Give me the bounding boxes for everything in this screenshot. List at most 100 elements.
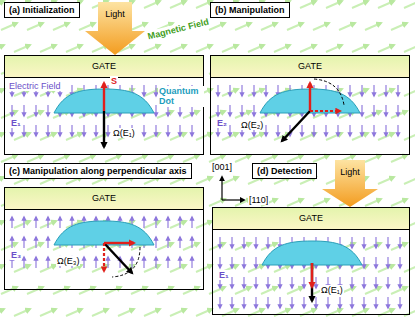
magnetic-field-arrow bbox=[144, 221, 160, 228]
magnetic-field-arrow bbox=[326, 133, 342, 140]
electric-field-arrow bbox=[35, 237, 36, 248]
axis-arrow bbox=[221, 177, 222, 200]
electric-field-arrow bbox=[387, 297, 388, 308]
electric-field-arrow bbox=[361, 125, 362, 136]
electric-field-arrow bbox=[241, 105, 242, 116]
electric-field-arrow bbox=[191, 217, 192, 228]
magnetic-field-arrow bbox=[183, 243, 199, 250]
light-arrow bbox=[85, 2, 145, 55]
panel-title: (d) Detection bbox=[252, 163, 317, 179]
electric-field-arrow bbox=[291, 277, 292, 288]
electric-field-arrow bbox=[337, 125, 338, 136]
magnetic-field-arrow bbox=[79, 287, 95, 294]
magnetic-field-arrow bbox=[313, 23, 329, 30]
magnetic-field-arrow bbox=[222, 45, 238, 52]
magnetic-field-arrow bbox=[105, 155, 121, 162]
magnetic-field-arrow bbox=[300, 265, 316, 272]
electric-field-arrow bbox=[373, 105, 374, 116]
annotation: E₁ bbox=[10, 118, 22, 128]
electric-field-arrow bbox=[387, 257, 388, 268]
electric-field-arrow bbox=[349, 85, 350, 96]
magnetic-field-arrow bbox=[352, 133, 368, 140]
electric-field-arrow bbox=[363, 297, 364, 308]
magnetic-field-arrow bbox=[209, 111, 225, 118]
electric-field-arrow bbox=[95, 125, 96, 136]
magnetic-field-arrow bbox=[261, 287, 277, 294]
magnetic-field-arrow bbox=[92, 265, 108, 272]
electric-field-arrow bbox=[279, 277, 280, 288]
magnetic-field-arrow bbox=[53, 155, 69, 162]
electric-field-arrow bbox=[255, 237, 256, 248]
electric-field-arrow bbox=[265, 125, 266, 136]
magnetic-field-arrow bbox=[209, 23, 225, 30]
electric-field-arrow bbox=[219, 257, 220, 268]
magnetic-field-arrow bbox=[326, 1, 342, 8]
electric-field-arrow bbox=[47, 217, 48, 228]
annotation: E₃ bbox=[10, 250, 22, 260]
spin-vector bbox=[309, 83, 311, 111]
magnetic-field-arrow bbox=[144, 1, 160, 8]
annotation: Magnetic Field bbox=[146, 16, 211, 42]
annotation: Ω(E₂) bbox=[240, 120, 264, 130]
magnetic-field-arrow bbox=[378, 177, 394, 184]
electric-field-arrow bbox=[131, 257, 132, 268]
magnetic-field-arrow bbox=[404, 45, 415, 52]
magnetic-field-arrow bbox=[378, 1, 394, 8]
magnetic-field-arrow bbox=[170, 1, 186, 8]
annotation: Ω(E₃) bbox=[56, 256, 80, 266]
electric-field-arrow bbox=[291, 297, 292, 308]
magnetic-field-arrow bbox=[248, 89, 264, 96]
electric-field-arrow bbox=[155, 237, 156, 248]
spin-vector bbox=[311, 263, 313, 287]
electric-field-arrow bbox=[83, 125, 84, 136]
magnetic-field-arrow bbox=[365, 199, 381, 206]
electric-field-arrow bbox=[301, 125, 302, 136]
magnetic-field-arrow bbox=[1, 155, 17, 162]
magnetic-field-arrow bbox=[196, 45, 212, 52]
electric-field-arrow bbox=[229, 85, 230, 96]
electric-field-arrow bbox=[373, 125, 374, 136]
electric-field-arrow bbox=[155, 105, 156, 116]
electric-field-arrow bbox=[11, 217, 12, 228]
electric-field-arrow bbox=[47, 257, 48, 268]
magnetic-field-arrow bbox=[313, 155, 329, 162]
electric-field-arrow bbox=[349, 125, 350, 136]
electric-field-arrow bbox=[313, 125, 314, 136]
magnetic-field-arrow bbox=[300, 45, 316, 52]
magnetic-field-arrow bbox=[14, 45, 30, 52]
axis-arrow bbox=[222, 199, 244, 200]
magnetic-field-arrow bbox=[27, 155, 43, 162]
magnetic-field-arrow bbox=[248, 133, 264, 140]
electric-field-arrow bbox=[253, 85, 254, 96]
electric-field-arrow bbox=[229, 105, 230, 116]
electric-field-arrow bbox=[71, 125, 72, 136]
electric-field-arrow bbox=[23, 257, 24, 268]
magnetic-field-arrow bbox=[391, 155, 407, 162]
magnetic-field-arrow bbox=[313, 199, 329, 206]
electric-field-arrow bbox=[375, 257, 376, 268]
panel-frame: (d) DetectionGATE bbox=[212, 207, 410, 315]
magnetic-field-arrow bbox=[14, 309, 30, 316]
electric-field-arrow bbox=[279, 297, 280, 308]
magnetic-field-arrow bbox=[40, 309, 56, 316]
magnetic-field-arrow bbox=[27, 243, 43, 250]
annotation: E₁ bbox=[218, 270, 230, 280]
magnetic-field-arrow bbox=[339, 23, 355, 30]
electric-field-arrow bbox=[375, 297, 376, 308]
electric-field-arrow bbox=[35, 105, 36, 116]
magnetic-field-arrow bbox=[131, 287, 147, 294]
magnetic-field-arrow bbox=[196, 177, 212, 184]
electric-field-arrow bbox=[265, 85, 266, 96]
electric-field-arrow bbox=[399, 277, 400, 288]
panel-frame: (c) Manipulation along perpendicular axi… bbox=[4, 187, 204, 290]
spin-vector bbox=[103, 83, 105, 111]
electric-field-arrow bbox=[35, 125, 36, 136]
magnetic-field-arrow bbox=[209, 155, 225, 162]
electric-field-arrow bbox=[397, 125, 398, 136]
electric-field-arrow bbox=[303, 277, 304, 288]
electric-field-arrow bbox=[35, 217, 36, 228]
electric-field-arrow bbox=[107, 257, 108, 268]
electric-field-arrow bbox=[167, 257, 168, 268]
panel-illustration bbox=[12, 217, 192, 277]
magnetic-field-arrow bbox=[274, 265, 290, 272]
